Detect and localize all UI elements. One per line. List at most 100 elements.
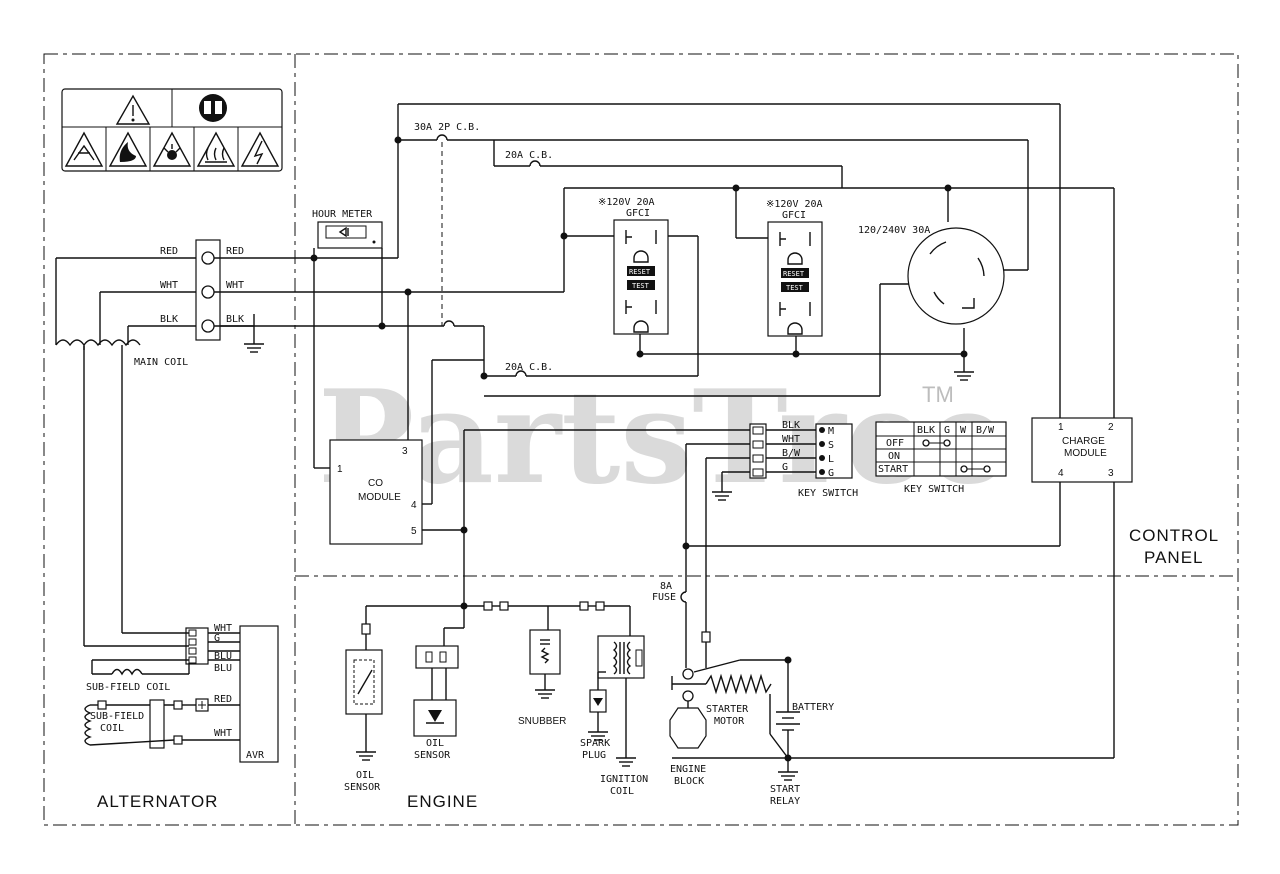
gfci2-type: GFCI	[782, 210, 806, 221]
avr-body	[239, 625, 279, 763]
warning-triangle-icon	[115, 94, 151, 125]
oil-sensor-2-label-1: OIL	[426, 738, 444, 749]
spark-plug-label-1: SPARK	[580, 738, 610, 749]
breaker-20a-top-label: 20A C.B.	[505, 150, 553, 161]
key-table-off: OFF	[886, 438, 904, 449]
avr-wire-wht: WHT	[214, 623, 232, 634]
key-switch-label: KEY SWITCH	[798, 488, 858, 499]
twistlock-body	[907, 227, 1005, 325]
terminal-block: RED WHT BLK RED WHT BLK	[160, 239, 244, 341]
ignition-coil-label-1: IGNITION	[600, 774, 648, 785]
key-table-h-blk: BLK	[917, 425, 935, 436]
snubber: SNUBBER	[518, 629, 566, 727]
terminal-right-blk: BLK	[226, 314, 244, 325]
key-wire-bw: B/W	[782, 448, 801, 459]
charge-module-label-1: CHARGE	[1062, 436, 1105, 447]
section-label-control: CONTROL	[1129, 526, 1219, 545]
engine-wires	[365, 601, 631, 650]
key-switch: BLK WHT B/W G M S L G KEY SWITCH	[749, 420, 858, 499]
toxic-gas-icon	[64, 131, 104, 167]
gfci2-rating: ※120V 20A	[766, 199, 823, 210]
engine-block-label-2: BLOCK	[674, 776, 704, 787]
gfci1-body	[613, 219, 669, 335]
explosion-icon	[152, 131, 192, 167]
avr-wire-g: G	[214, 633, 220, 644]
main-coil: MAIN COIL	[55, 257, 196, 368]
breaker-30a-label: 30A 2P C.B.	[414, 122, 480, 133]
outer-border	[43, 53, 1239, 826]
charge-pin-2: 2	[1108, 422, 1114, 433]
co-module: CO MODULE 1 3 4 5	[329, 439, 423, 545]
avr-red-label: RED	[214, 694, 232, 705]
manual-book-icon	[199, 94, 227, 122]
co-module-label-1: CO	[368, 478, 383, 489]
fuse: 8A FUSE	[652, 581, 711, 680]
sub-field-coil-2-label-2: COIL	[100, 723, 124, 734]
start-relay-label-2: RELAY	[770, 796, 800, 807]
hot-surface-icon	[196, 131, 236, 167]
gfci2-reset: RESET	[783, 270, 805, 278]
avr-wire-blu1: BLU	[214, 651, 232, 662]
starter-motor: STARTER MOTOR BATTERY START RELAY	[671, 642, 834, 807]
gfci-outlet-2: ※120V 20A GFCI RESET TEST	[766, 199, 823, 337]
key-pin-m: M	[828, 426, 834, 437]
key-switch-connector	[749, 423, 767, 479]
ignition-coil: IGNITION COIL	[597, 635, 648, 797]
ignition-coil-label-2: COIL	[610, 786, 634, 797]
gfci1-type: GFCI	[626, 208, 650, 219]
battery-label: BATTERY	[792, 702, 834, 713]
key-pin-l: L	[828, 454, 834, 465]
watermark-tm: TM	[922, 382, 954, 407]
engine-block: ENGINE BLOCK	[669, 690, 707, 787]
charge-module-label-2: MODULE	[1064, 448, 1107, 459]
hour-meter: HOUR METER	[312, 209, 383, 249]
terminal-right-red: RED	[226, 246, 244, 257]
section-label-alternator: ALTERNATOR	[97, 792, 218, 811]
key-table-h-w: W	[960, 425, 967, 436]
key-table-h-bw: B/W	[976, 425, 995, 436]
oil-sensor-1-body	[345, 649, 383, 715]
gfci1-test: TEST	[632, 282, 650, 290]
co-pin-1: 1	[337, 464, 343, 475]
hour-meter-label: HOUR METER	[312, 209, 373, 220]
twistlock-outlet: 120/240V 30A	[858, 225, 1005, 325]
gfci2-test: TEST	[786, 284, 804, 292]
key-table-start: START	[878, 464, 908, 475]
co-pin-3: 3	[402, 446, 408, 457]
charge-pin-1: 1	[1058, 422, 1064, 433]
fuse-label-1: 8A	[660, 581, 672, 592]
avr-wht-label: WHT	[214, 728, 232, 739]
sub-field-coil-2-label-1: SUB-FIELD	[90, 711, 144, 722]
breaker-20a-bottom-label: 20A C.B.	[505, 362, 553, 373]
junction-dots	[310, 136, 968, 762]
charge-module-body	[1031, 417, 1133, 483]
oil-sensor-2-connector	[415, 645, 459, 669]
gfci2-body	[767, 221, 823, 337]
key-table-label: KEY SWITCH	[904, 484, 964, 495]
key-wire-wht: WHT	[782, 434, 800, 445]
charge-module: CHARGE MODULE 1 2 3 4	[672, 417, 1133, 759]
snubber-label: SNUBBER	[518, 716, 566, 727]
section-label-engine: ENGINE	[407, 792, 478, 811]
main-coil-label: MAIN COIL	[134, 357, 188, 368]
terminal-left-wht: WHT	[160, 280, 178, 291]
spark-plug: SPARK PLUG	[580, 671, 610, 761]
wires	[214, 103, 1115, 636]
fire-hazard-icon	[108, 131, 148, 167]
key-table-on: ON	[888, 451, 900, 462]
key-switch-table: BLK G W B/W OFF ON START KEY SWITCH	[875, 421, 1007, 495]
avr-label: AVR	[246, 750, 265, 761]
key-pin-g: G	[828, 468, 834, 479]
starter-motor-label-2: MOTOR	[714, 716, 745, 727]
terminal-right-wht: WHT	[226, 280, 244, 291]
charge-pin-3: 3	[1108, 468, 1114, 479]
avr-wire-blu2: BLU	[214, 663, 232, 674]
oil-sensor-1: OIL SENSOR	[344, 623, 383, 793]
key-table-h-g: G	[944, 425, 950, 436]
avr: AVR WHT G BLU BLU SUB-FIELD COIL	[83, 345, 279, 763]
gfci1-reset: RESET	[629, 268, 651, 276]
fuse-label-2: FUSE	[652, 592, 676, 603]
oil-sensor-2-label-2: SENSOR	[414, 750, 451, 761]
oil-sensor-1-label-2: SENSOR	[344, 782, 381, 793]
